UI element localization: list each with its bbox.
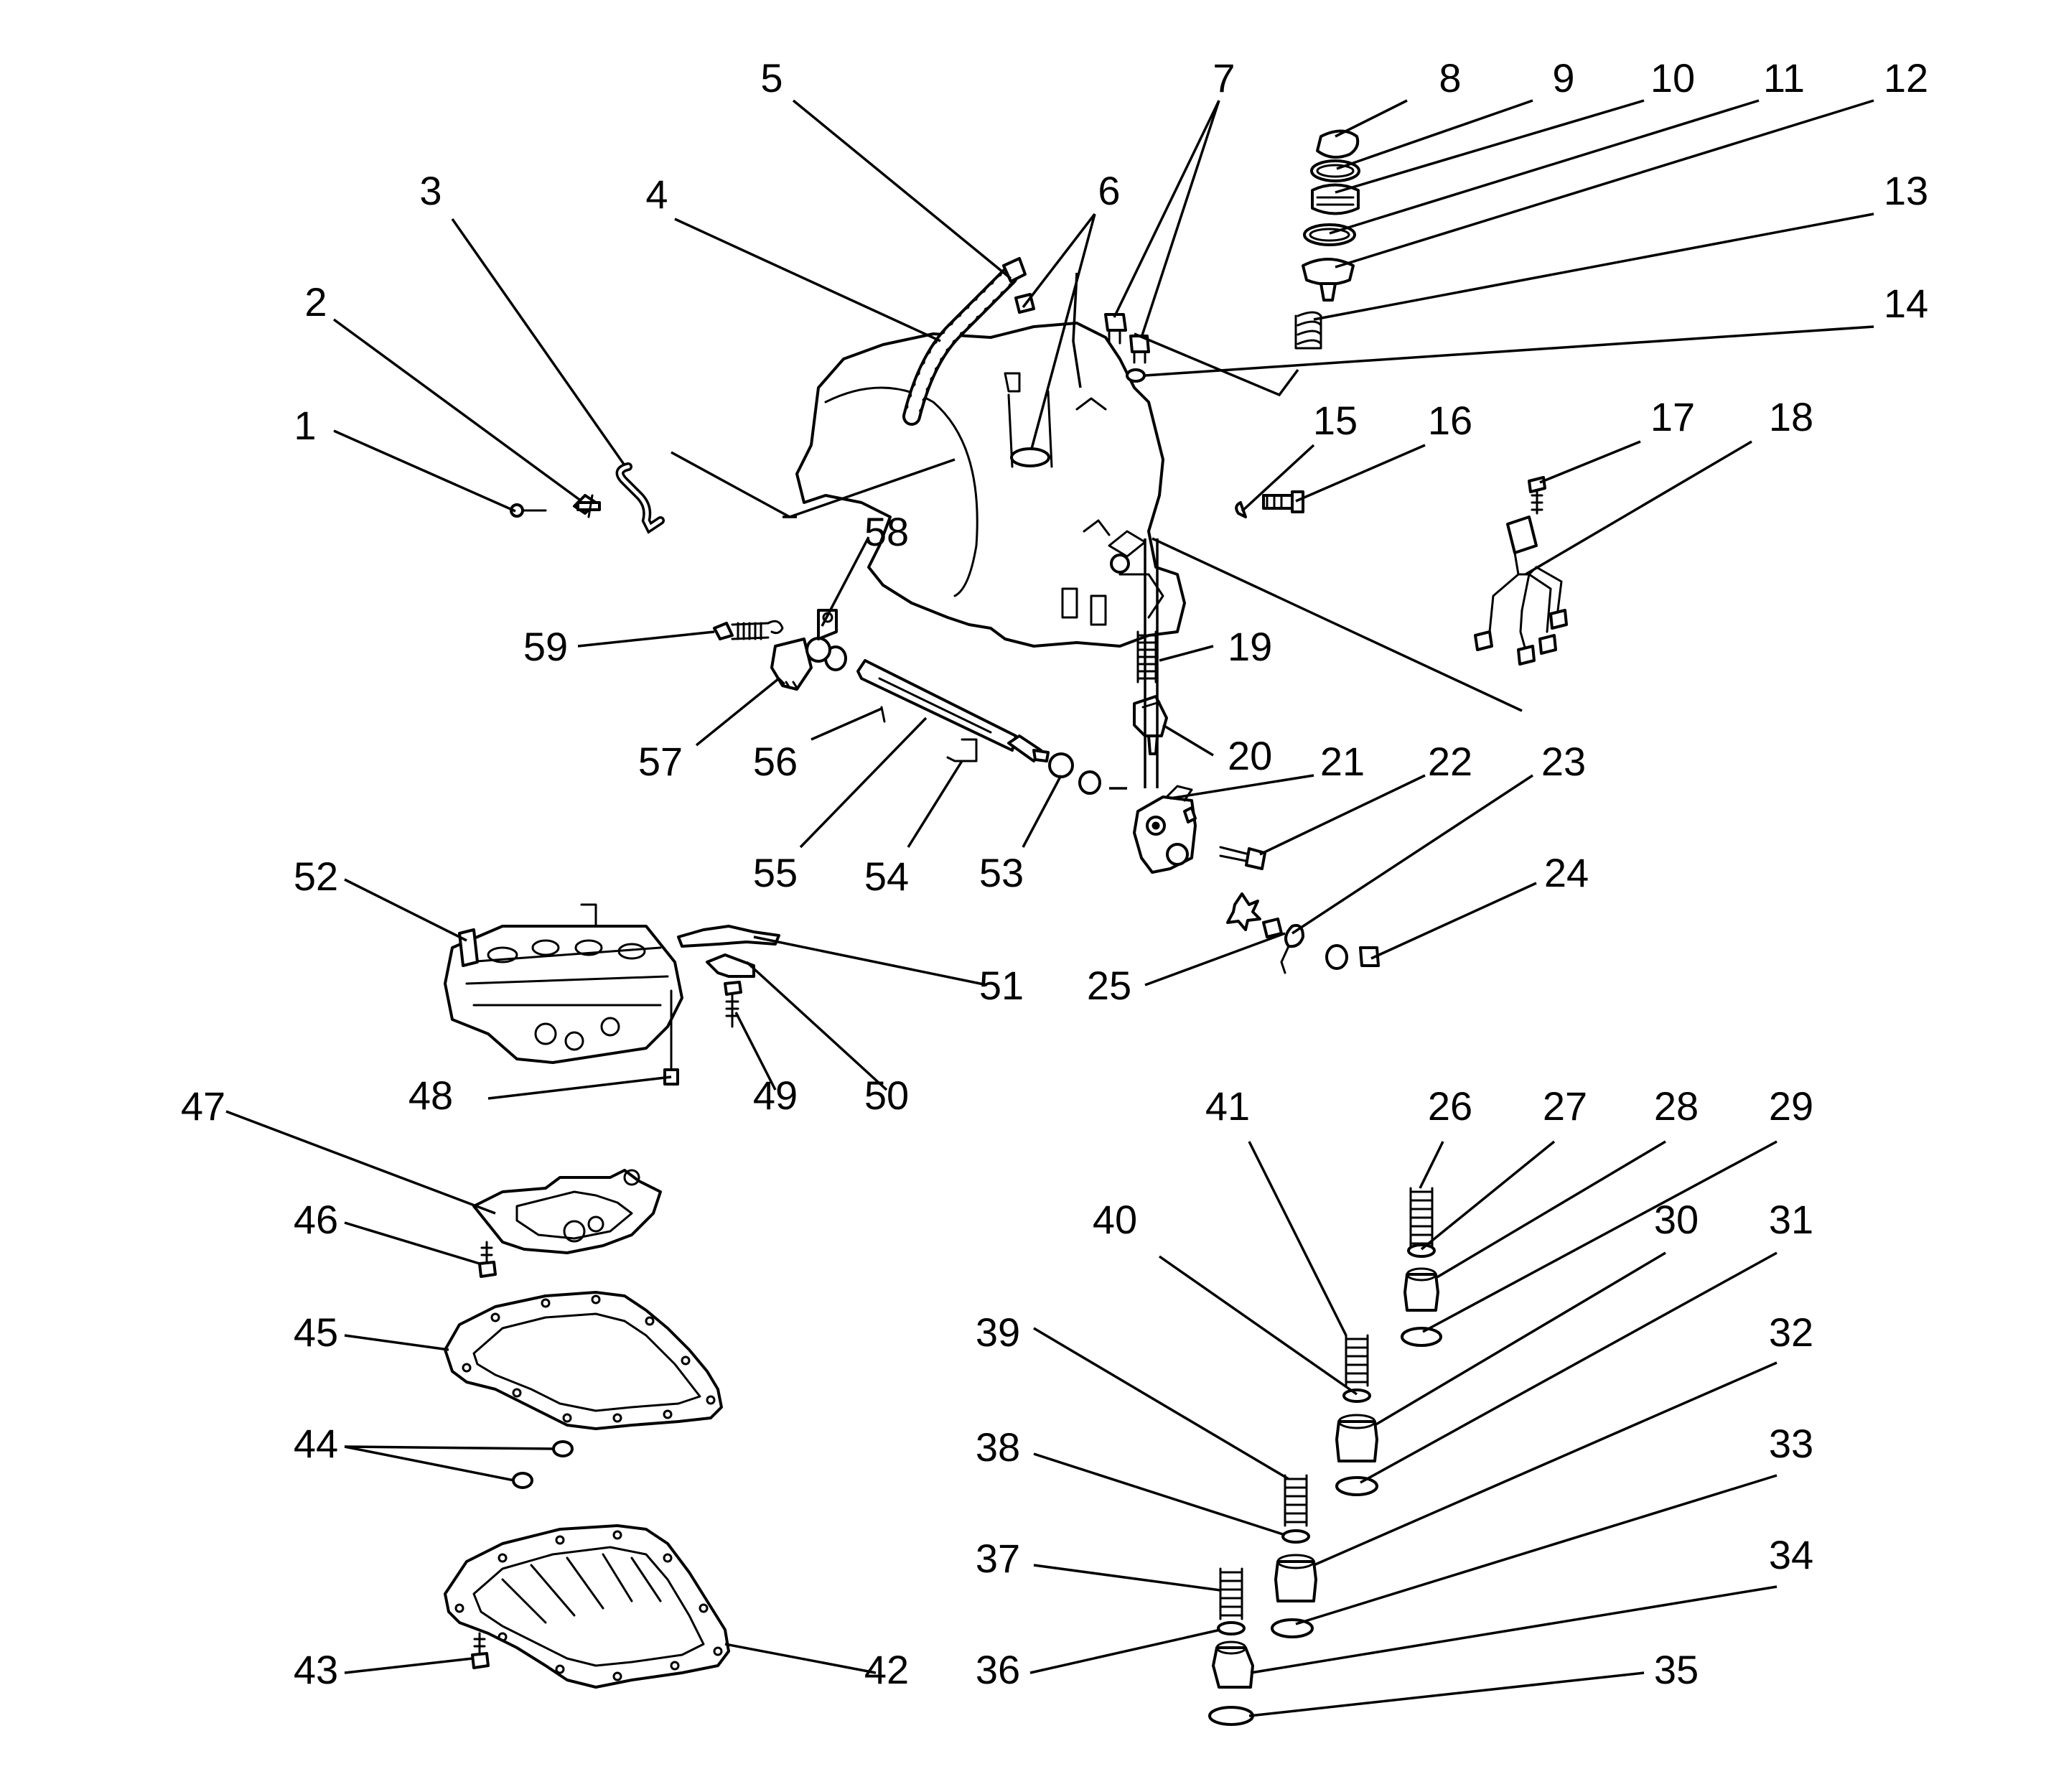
callout-8: 8: [1439, 55, 1461, 101]
callout-37: 37: [976, 1536, 1020, 1581]
callout-labels: 1 2 3 4 5 6 7 8 9 10 11 12 13 14 15 16 1…: [181, 55, 1928, 1692]
callout-44: 44: [294, 1421, 338, 1466]
manual-shaft-55: [856, 659, 1050, 762]
callout-57: 57: [638, 739, 683, 784]
detent-plate-50-51: [677, 925, 780, 978]
park-lock-actuator-21: [1133, 785, 1197, 874]
callout-53: 53: [979, 850, 1024, 895]
bolt-17: [1528, 476, 1546, 515]
spring-19: [1136, 630, 1157, 683]
accumulator-34-37: [1208, 1567, 1254, 1726]
callout-41: 41: [1205, 1083, 1250, 1129]
callout-5: 5: [760, 55, 783, 101]
callout-18: 18: [1769, 394, 1813, 439]
callout-11: 11: [1763, 55, 1805, 101]
callout-14: 14: [1884, 281, 1928, 326]
callout-4: 4: [645, 172, 668, 217]
callout-9: 9: [1552, 55, 1574, 101]
callout-17: 17: [1650, 394, 1695, 439]
callout-1: 1: [294, 403, 316, 448]
pan-gasket-45: [444, 1291, 723, 1430]
callout-27: 27: [1543, 1083, 1587, 1129]
callout-51: 51: [979, 963, 1024, 1008]
callout-48: 48: [408, 1073, 453, 1118]
callout-29: 29: [1769, 1083, 1813, 1129]
callout-45: 45: [294, 1310, 338, 1355]
bolt-49: [724, 981, 742, 1028]
callout-50: 50: [864, 1073, 909, 1118]
callout-49: 49: [753, 1073, 798, 1118]
bolt-46: [478, 1241, 497, 1278]
leader-lines: [225, 99, 1874, 1717]
lever-23-parts: [1226, 892, 1380, 974]
callout-12: 12: [1884, 55, 1928, 101]
callout-32: 32: [1769, 1310, 1813, 1355]
callout-35: 35: [1654, 1647, 1699, 1692]
callout-55: 55: [753, 850, 798, 895]
callout-16: 16: [1428, 398, 1472, 443]
cooler-line: [615, 462, 665, 534]
callout-42: 42: [864, 1647, 909, 1692]
callout-56: 56: [753, 739, 798, 784]
bolt-16-assembly: [1235, 490, 1304, 518]
callout-25: 25: [1087, 963, 1131, 1008]
callout-21: 21: [1320, 739, 1365, 784]
callout-7: 7: [1213, 55, 1235, 101]
accumulator-cover-stack: [1294, 129, 1360, 350]
accumulator-32-33: [1271, 1474, 1317, 1638]
callout-40: 40: [1093, 1197, 1137, 1242]
callout-58: 58: [864, 509, 909, 554]
oil-pan-42: [444, 1524, 730, 1689]
callout-6: 6: [1098, 168, 1120, 213]
callout-10: 10: [1650, 55, 1695, 101]
valve-20: [1133, 695, 1168, 755]
spacer-54: [946, 738, 978, 762]
callout-54: 54: [864, 854, 909, 899]
bolt-22: [1219, 846, 1266, 870]
callout-3: 3: [419, 168, 442, 213]
callout-28: 28: [1654, 1083, 1699, 1129]
strainer-47: [472, 1169, 662, 1254]
callout-15: 15: [1313, 398, 1358, 443]
callout-31: 31: [1769, 1197, 1813, 1242]
callout-33: 33: [1769, 1421, 1813, 1466]
callout-30: 30: [1654, 1197, 1699, 1242]
callout-38: 38: [976, 1424, 1020, 1470]
callout-13: 13: [1884, 168, 1928, 213]
detent-lever-57-58: [770, 609, 838, 691]
callout-23: 23: [1541, 739, 1586, 784]
callout-36: 36: [976, 1647, 1020, 1692]
callout-2: 2: [304, 279, 327, 325]
magnets-44: [512, 1440, 574, 1489]
callout-34: 34: [1769, 1532, 1813, 1577]
transmission-case: [795, 322, 1186, 648]
callout-19: 19: [1228, 624, 1272, 669]
callout-43: 43: [294, 1647, 338, 1692]
accumulator-26-29: [1401, 1187, 1442, 1347]
gasket-14: [1126, 368, 1146, 383]
callout-20: 20: [1228, 733, 1272, 778]
valve-body-52: [444, 903, 683, 1064]
accumulator-30-31: [1335, 1334, 1378, 1496]
callout-52: 52: [294, 854, 338, 899]
callout-26: 26: [1428, 1083, 1472, 1129]
dipstick-tube-bracket: [573, 494, 601, 518]
pin-56: [880, 706, 886, 723]
callout-46: 46: [294, 1197, 338, 1242]
bolt-43: [471, 1632, 490, 1669]
callout-59: 59: [523, 624, 568, 669]
callout-22: 22: [1428, 739, 1472, 784]
callout-47: 47: [181, 1083, 225, 1129]
wiring-harness-sensor: [1474, 515, 1568, 666]
callout-24: 24: [1544, 850, 1589, 895]
callout-39: 39: [976, 1310, 1020, 1355]
detent-spring-59: [713, 620, 784, 640]
